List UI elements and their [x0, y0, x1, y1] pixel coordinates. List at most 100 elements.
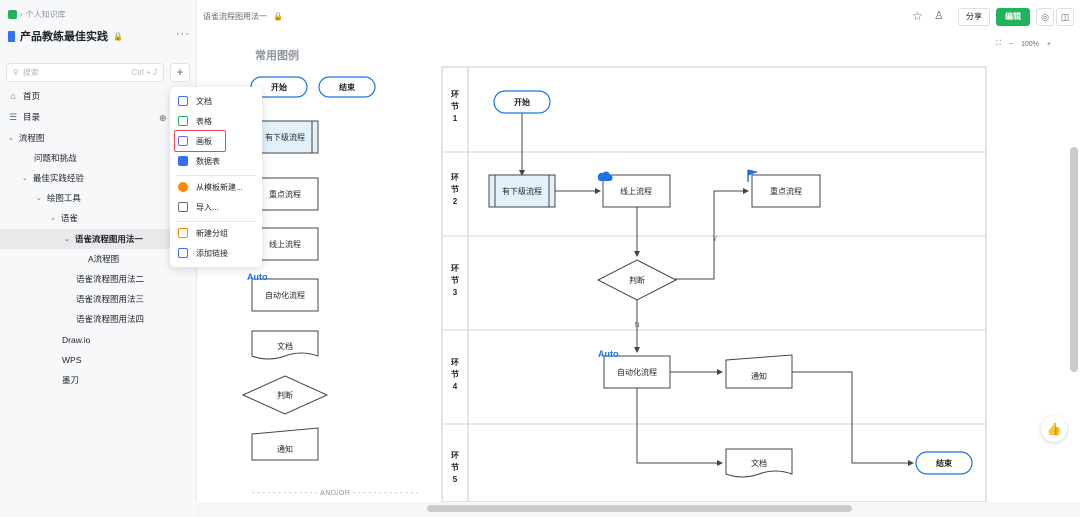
legend-doc-shape[interactable]: [251, 330, 319, 360]
legend-key-shape[interactable]: [251, 177, 319, 211]
legend-online-label: 线上流程: [269, 239, 301, 249]
legend-end-shape[interactable]: [318, 76, 376, 98]
legend-decision-shape[interactable]: [241, 375, 329, 415]
locate-icon[interactable]: ⊕: [159, 113, 167, 123]
sidebar-item-yuque-usage-4[interactable]: 语雀流程图用法四: [0, 309, 196, 329]
menu-item-label: 表格: [196, 116, 212, 126]
swimlane-frame[interactable]: [441, 66, 987, 503]
kb-title[interactable]: 产品教练最佳实践 🔒: [8, 28, 123, 44]
flow-notify-shape[interactable]: [725, 354, 793, 389]
flow-start-label: 开始: [514, 97, 530, 107]
connector: [792, 371, 914, 466]
flow-auto-label: 自动化流程: [617, 367, 657, 377]
menu-item-import[interactable]: 导入...: [178, 199, 219, 215]
sidebar-item-best-practice[interactable]: ⌄ 最佳实践经验: [0, 168, 196, 188]
flow-end-shape[interactable]: [915, 451, 973, 475]
menu-item-add-link[interactable]: 添加链接: [178, 245, 228, 261]
flow-auto-tag: Auto: [598, 349, 619, 359]
sidebar-item-yuque-usage-3[interactable]: 语雀流程图用法三: [0, 289, 196, 309]
sidebar-item-label: 语雀流程图用法一: [74, 234, 143, 244]
flow-doc-label: 文档: [751, 458, 767, 468]
menu-item-doc[interactable]: 文档: [178, 93, 212, 109]
group-icon: [178, 228, 188, 238]
menu-separator: [176, 221, 256, 222]
legend-notify-shape[interactable]: [251, 427, 319, 461]
sidebar-item-home[interactable]: ⌂ 首页: [0, 86, 196, 106]
sidebar-item-modao[interactable]: 墨刀: [0, 370, 196, 390]
legend-auto-label: 自动化流程: [265, 290, 305, 300]
flow-subprocess-shape[interactable]: [488, 174, 556, 208]
comment-icon[interactable]: ◎: [1036, 8, 1054, 26]
flow-key-label: 重点流程: [770, 186, 802, 196]
flow-online-label: 线上流程: [620, 186, 652, 196]
sidebar-item-yuque[interactable]: ⌄ 语雀: [0, 208, 196, 228]
zoom-level[interactable]: 100%: [1021, 40, 1039, 48]
sidebar-item-yuque-usage-1[interactable]: ⌄ 语雀流程图用法一: [0, 229, 196, 249]
star-icon[interactable]: ☆: [912, 9, 923, 23]
flow-doc-shape[interactable]: [725, 448, 793, 478]
breadcrumb-label[interactable]: 个人知识库: [25, 10, 66, 19]
doc-title: 语雀流程图用法一 🔒: [203, 11, 283, 22]
sidebar-item-toc[interactable]: ☰ 目录: [0, 107, 196, 127]
chevron-down-icon[interactable]: ⌄: [64, 236, 70, 243]
zoom-out-icon[interactable]: −: [1008, 40, 1013, 48]
menu-item-board[interactable]: 画板: [178, 133, 212, 149]
sidebar-item-wps[interactable]: WPS: [0, 350, 196, 370]
breadcrumb-chevron-icon: ›: [20, 10, 23, 19]
sidebar-item-drawing-tools[interactable]: ⌄ 绘图工具: [0, 188, 196, 208]
menu-item-new-group[interactable]: 新建分组: [178, 225, 228, 241]
sidebar-item-flowchart[interactable]: ⌄ 流程图: [0, 128, 196, 148]
share-button[interactable]: 分享: [958, 8, 990, 26]
chevron-down-icon[interactable]: ⌄: [22, 175, 28, 182]
horizontal-scrollbar[interactable]: [427, 505, 852, 512]
sidebar-item-drawio[interactable]: Draw.io: [0, 330, 196, 350]
search-placeholder: 搜索: [22, 68, 39, 77]
cloud-icon: [597, 171, 613, 182]
sheet-icon: [178, 116, 188, 126]
toc-icon: ☰: [8, 111, 18, 122]
chevron-down-icon[interactable]: ⌄: [50, 215, 56, 222]
more-icon[interactable]: ···: [176, 28, 190, 40]
menu-item-template[interactable]: 从模板新建...: [178, 179, 243, 195]
sidebar-item-yuque-usage-2[interactable]: 语雀流程图用法二: [0, 269, 196, 289]
legend-subprocess-shape[interactable]: [251, 120, 319, 154]
doc-title-label: 语雀流程图用法一: [203, 12, 267, 21]
edit-button[interactable]: 编辑: [996, 8, 1030, 26]
collaborator-icon[interactable]: ♙: [934, 10, 944, 22]
add-button[interactable]: +: [170, 63, 190, 82]
sidebar-item-label: 语雀流程图用法二: [76, 274, 145, 284]
breadcrumb[interactable]: › 个人知识库: [8, 9, 66, 20]
layout-icon[interactable]: ◫: [1056, 8, 1074, 26]
fit-screen-icon[interactable]: ⛶: [996, 40, 1001, 47]
like-icon[interactable]: 👍: [1041, 416, 1067, 442]
flow-key-shape[interactable]: [751, 174, 821, 208]
knowledge-base-icon: [8, 10, 17, 19]
legend-subprocess-label: 有下级流程: [265, 132, 305, 142]
flow-auto-shape[interactable]: [603, 355, 671, 389]
kb-title-label: 产品教练最佳实践: [20, 31, 108, 43]
sidebar-item-label: A流程图: [88, 254, 120, 264]
sidebar-item-label: 流程图: [18, 133, 45, 143]
chevron-down-icon[interactable]: ⌄: [8, 135, 14, 142]
menu-item-sheet[interactable]: 表格: [178, 113, 212, 129]
create-menu: 文档 表格 画板 数据表 从模板新建... 导入... 新建分组 添加链接: [170, 87, 262, 267]
search-input[interactable]: ⚲ 搜索 Ctrl + J: [6, 63, 164, 82]
board-highlight: [174, 130, 226, 152]
legend-decision-label: 判断: [277, 390, 293, 400]
sidebar-item-label: 墨刀: [62, 375, 80, 385]
menu-item-datatable[interactable]: 数据表: [178, 153, 220, 169]
sidebar: › 个人知识库 产品教练最佳实践 🔒 ··· ⚲ 搜索 Ctrl + J + ⌂…: [0, 0, 197, 517]
chevron-down-icon[interactable]: ⌄: [36, 195, 42, 202]
and-or-divider: - - - - - - - - - - - - - AND/OR - - - -…: [252, 490, 420, 497]
sidebar-item-a-flowchart[interactable]: A流程图: [0, 249, 196, 269]
flow-online-shape[interactable]: [602, 174, 671, 208]
legend-auto-shape[interactable]: [251, 278, 319, 312]
lock-icon: 🔒: [113, 31, 123, 41]
legend-notify-label: 通知: [277, 444, 293, 454]
flow-decision-shape[interactable]: [596, 259, 678, 301]
vertical-scrollbar[interactable]: [1070, 147, 1078, 372]
zoom-in-icon[interactable]: +: [1046, 40, 1051, 48]
sidebar-item-challenges[interactable]: 问题和挑战: [0, 148, 196, 168]
flow-start-shape[interactable]: [493, 90, 551, 114]
